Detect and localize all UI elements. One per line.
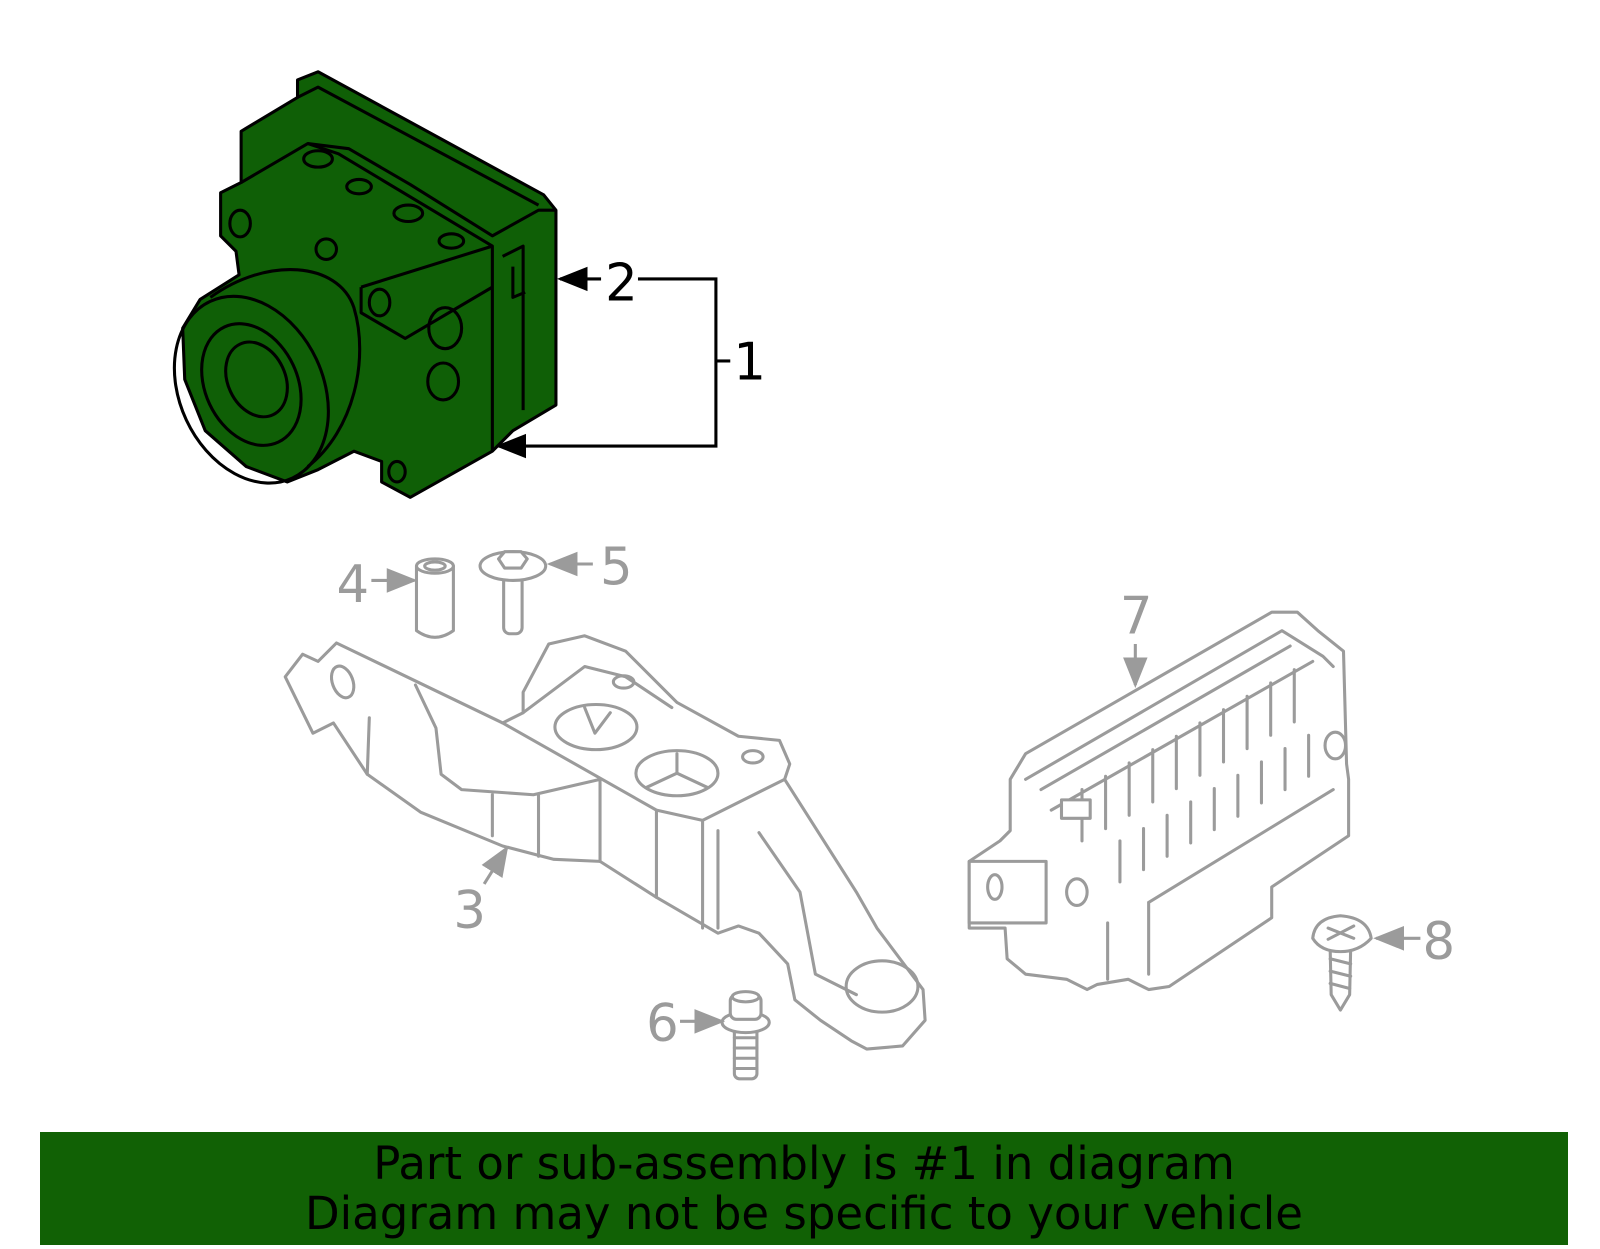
banner-line-1: Part or sub-assembly is #1 in diagram bbox=[373, 1136, 1235, 1190]
mounting-bracket[interactable] bbox=[283, 634, 927, 1051]
callout-3: 3 bbox=[453, 881, 486, 941]
disclaimer-banner: Part or sub-assembly is #1 in diagram Di… bbox=[40, 1132, 1568, 1245]
leader-lines-1-2 bbox=[495, 266, 731, 459]
callout-8: 8 bbox=[1422, 912, 1455, 972]
callout-7: 7 bbox=[1120, 587, 1153, 647]
screw-8[interactable] bbox=[1311, 914, 1373, 1012]
callout-2: 2 bbox=[605, 253, 638, 313]
banner-line-2: Diagram may not be specific to your vehi… bbox=[305, 1186, 1303, 1240]
flange-bolt-5[interactable] bbox=[478, 550, 548, 636]
callout-4: 4 bbox=[336, 555, 369, 615]
sleeve[interactable] bbox=[414, 557, 455, 639]
callout-5: 5 bbox=[600, 538, 633, 598]
leader-3 bbox=[481, 845, 509, 885]
control-module[interactable] bbox=[967, 610, 1351, 992]
bolt-6[interactable] bbox=[720, 990, 771, 1081]
abs-modulator-assembly[interactable] bbox=[145, 70, 558, 509]
callout-6: 6 bbox=[646, 994, 679, 1054]
callout-1: 1 bbox=[733, 332, 766, 392]
